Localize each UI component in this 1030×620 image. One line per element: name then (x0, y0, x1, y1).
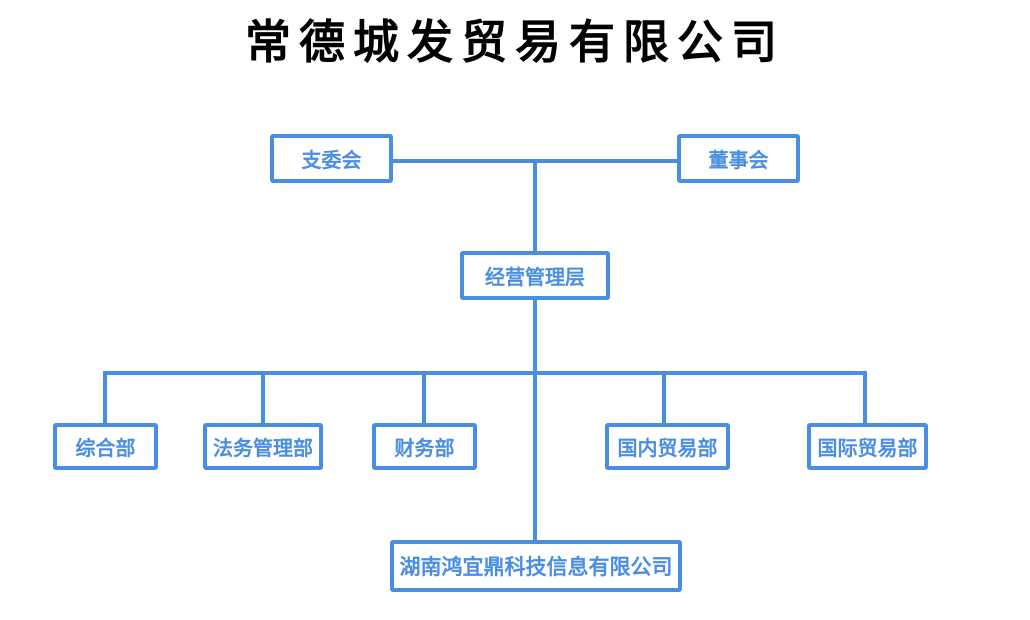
org-node-finance-dept: 财务部 (372, 423, 477, 470)
connector-top-to-management (533, 159, 537, 253)
org-node-domestic-trade-dept: 国内贸易部 (605, 423, 730, 470)
org-node-subsidiary-company: 湖南鸿宜鼎科技信息有限公司 (390, 540, 682, 592)
connector-management-to-subsidiary (533, 298, 537, 542)
org-node-board-of-directors: 董事会 (677, 134, 800, 183)
connector-departments-bar (103, 371, 867, 375)
connector-drop-general-dept (103, 371, 107, 425)
org-node-general-dept: 综合部 (53, 423, 158, 470)
connector-drop-finance-dept (422, 371, 426, 425)
connector-drop-legal-dept (261, 371, 265, 425)
connector-drop-intl-trade-dept (863, 371, 867, 425)
org-node-intl-trade-dept: 国际贸易部 (807, 423, 928, 470)
page-title: 常德城发贸易有限公司 (245, 17, 785, 68)
connector-drop-domestic-trade-dept (662, 371, 666, 425)
org-node-management-layer: 经营管理层 (460, 251, 610, 300)
org-node-party-committee: 支委会 (270, 134, 393, 183)
org-node-legal-dept: 法务管理部 (203, 423, 323, 470)
